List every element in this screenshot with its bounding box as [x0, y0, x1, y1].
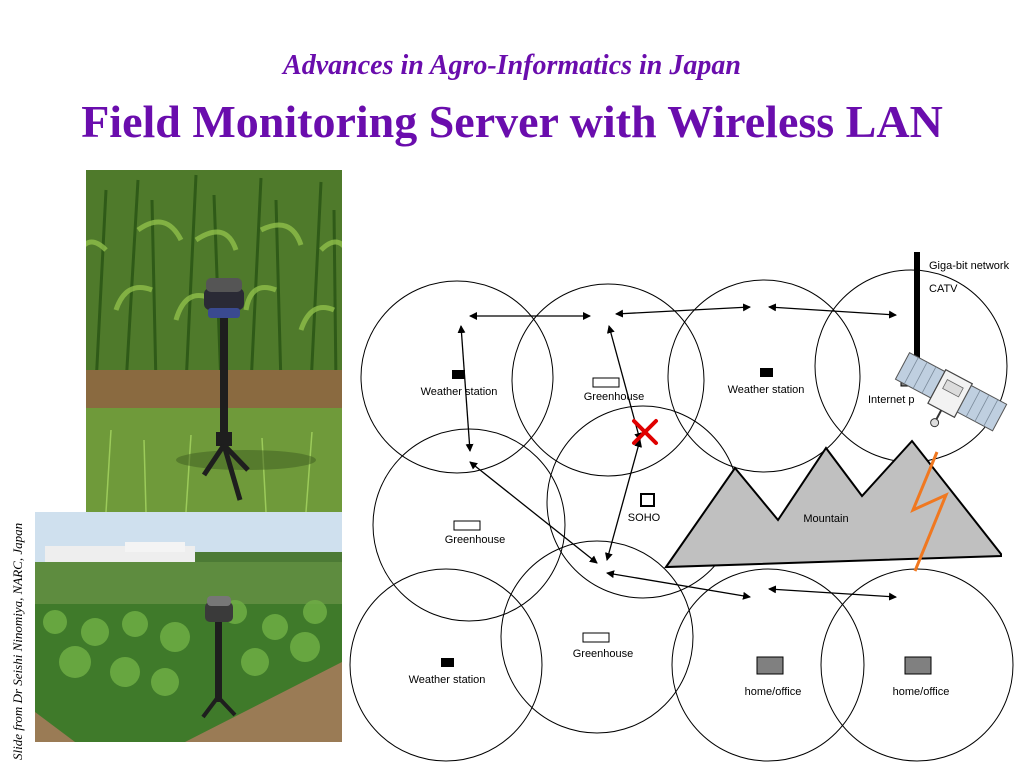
- weather-station-icon: [452, 370, 465, 379]
- wireless-link-arrow: [604, 439, 643, 561]
- coverage-circle: [349, 568, 543, 762]
- greenhouse-icon: [453, 520, 481, 531]
- coverage-circle: [667, 279, 861, 473]
- node-label-home-office: home/office: [893, 686, 950, 698]
- node-label-internet-provider: Internet p: [868, 394, 914, 406]
- home-office-icon: [756, 656, 784, 675]
- coverage-circle: [671, 568, 865, 762]
- node-label-greenhouse: Greenhouse: [584, 391, 645, 403]
- node-label-weather-station: Weather station: [421, 386, 498, 398]
- mountain-shape: [664, 439, 1002, 569]
- node-label-soho: SOHO: [628, 512, 661, 524]
- wireless-link-arrow: [768, 303, 897, 319]
- wireless-link-arrow: [768, 585, 897, 601]
- node-label-greenhouse: Greenhouse: [573, 648, 634, 660]
- wireless-lightning-icon: [910, 451, 949, 572]
- soho-icon: [640, 493, 655, 507]
- wireless-link-arrow: [469, 461, 598, 564]
- catv-label: CATV: [929, 283, 958, 295]
- greenhouse-icon: [582, 632, 610, 643]
- slide-title: Field Monitoring Server with Wireless LA…: [81, 96, 943, 147]
- blocked-link-cross-icon: [632, 419, 658, 445]
- wireless-link-arrow: [615, 303, 751, 318]
- giga-bit-network-label: Giga-bit network: [929, 260, 1010, 272]
- home-office-icon: [904, 656, 932, 675]
- node-label-weather-station: Weather station: [409, 674, 486, 686]
- satellite-icon: [894, 352, 1008, 432]
- wireless-link-arrow: [606, 570, 751, 600]
- node-label-greenhouse: Greenhouse: [445, 534, 506, 546]
- coverage-circle: [360, 280, 554, 474]
- weather-station-icon: [760, 368, 773, 377]
- node-label-weather-station: Weather station: [728, 384, 805, 396]
- corn-field-sensor-photo: [86, 170, 342, 512]
- node-label-home-office: home/office: [745, 686, 802, 698]
- mountain-label: Mountain: [803, 513, 848, 525]
- wireless-link-arrow: [457, 325, 474, 452]
- antenna-tower: [914, 252, 920, 372]
- greenhouse-icon: [592, 377, 620, 388]
- weather-station-icon: [441, 658, 454, 667]
- soybean-field-sensor-photo: [35, 512, 342, 742]
- slide-subtitle: Advances in Agro-Informatics in Japan: [283, 50, 741, 81]
